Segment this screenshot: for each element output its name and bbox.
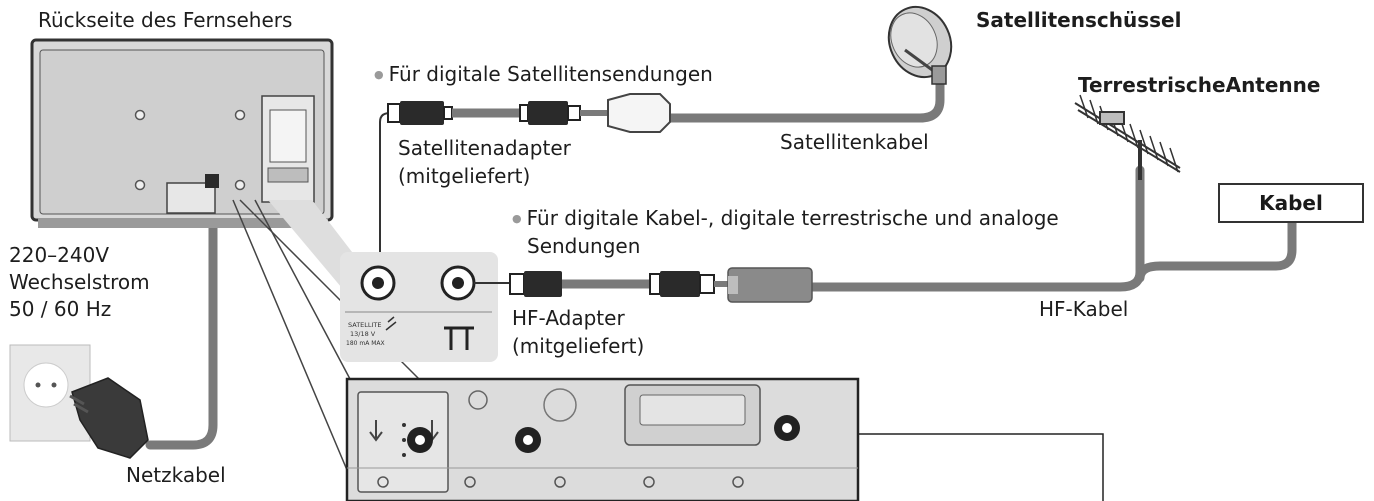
hf-cable-label: HF-Kabel [1039, 297, 1129, 321]
detail-zoom-panel [345, 377, 860, 501]
satellite-cable [665, 75, 945, 123]
satellite-connector-chain [387, 93, 671, 133]
power-plug-icon [69, 377, 149, 459]
power-cable [145, 181, 218, 450]
power-spec-3: 50 / 60 Hz [9, 297, 112, 321]
cables [145, 75, 1297, 450]
rf-plug [727, 267, 813, 303]
sat-adapter-label-1: Satellitenadapter [398, 136, 571, 160]
power-spec-1: 220–240V [9, 243, 110, 267]
cable-note-2: Sendungen [527, 234, 641, 258]
antenna-symbol-icon [444, 326, 474, 350]
power-cable-label: Netzkabel [126, 463, 226, 487]
hf-adapter-label-2: (mitgeliefert) [512, 334, 645, 358]
cable-note-1: Für digitale Kabel-, digitale terrestris… [512, 206, 1059, 231]
tv-back-label: Rückseite des Fernsehers [38, 8, 293, 32]
satellite-dish-icon [887, 5, 953, 85]
hf-adapter-label-1: HF-Adapter [512, 306, 625, 330]
sat-adapter-lead [379, 112, 391, 270]
cable-box: Kabel [1218, 183, 1364, 223]
hf-connector-chain [474, 267, 813, 303]
satellite-marking-current: 180 mA MAX [346, 340, 385, 347]
power-spec-2: Wechselstrom [9, 270, 150, 294]
satellite-marking-voltage: 13/18 V [350, 330, 376, 338]
sat-adapter-label-2: (mitgeliefert) [398, 164, 531, 188]
antenna-terminal-panel: SATELLITE 13/18 V 180 mA MAX [340, 252, 498, 362]
callout-wedge [268, 200, 352, 300]
sat-note: Für digitale Satellitensendungen [374, 62, 713, 87]
satellite-dish-label: Satellitenschüssel [976, 8, 1182, 32]
satellite-marking-title: SATELLITE [348, 321, 382, 329]
sat-cable-label: Satellitenkabel [780, 130, 929, 154]
detail-bracket [858, 433, 1104, 501]
dish-symbol-icon [385, 316, 397, 331]
terrestrial-antenna-icon [1074, 94, 1181, 180]
tv-back [30, 38, 334, 228]
cable-box-line [1135, 217, 1297, 283]
terrestrial-antenna-label: TerrestrischeAntenne [1078, 73, 1321, 97]
f-plug [607, 93, 671, 133]
cable-box-label: Kabel [1259, 191, 1323, 215]
